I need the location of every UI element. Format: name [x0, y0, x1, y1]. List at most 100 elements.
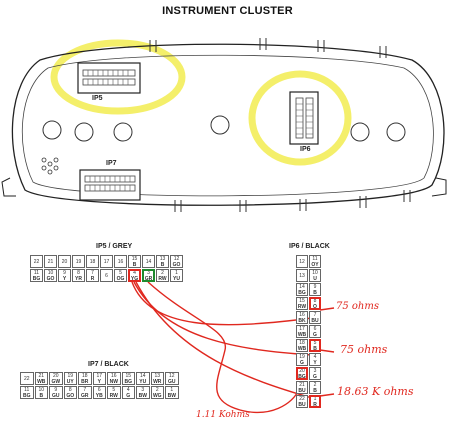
wire-color-code: BU [298, 387, 306, 394]
wire-color-code: YR [75, 275, 82, 282]
pin-number: 9 [54, 386, 58, 393]
wire-color-code: B [160, 261, 165, 268]
pin-number: 12 [173, 255, 180, 262]
wire-color-code: BR [81, 378, 89, 385]
wire-color-code: G [126, 392, 131, 399]
ip5-highlight [50, 39, 186, 115]
pin-number: 3 [141, 386, 145, 393]
pin-number: 8 [313, 297, 317, 304]
wire-color-code: B [132, 261, 137, 268]
annotation-75-ohms-1: 75 ohms [336, 301, 379, 312]
wire-color-code: B [313, 289, 317, 296]
pin-number: 12 [168, 372, 175, 379]
wire-color-code: WR [153, 378, 162, 385]
pin-number: 17 [96, 372, 103, 379]
pin-number: 9 [63, 269, 66, 276]
pin-number: 7 [83, 386, 87, 393]
pin-number: 15 [125, 372, 132, 379]
pin-number: 14 [139, 372, 146, 379]
pin-number: 8 [77, 269, 80, 276]
pin-number: 15 [299, 297, 305, 304]
ip6-connector [289, 91, 319, 145]
pin-number: 2 [313, 381, 317, 388]
wire-color-code: GR [81, 392, 89, 399]
pin-number: 20 [299, 367, 305, 374]
wire-color-code: RW [109, 392, 118, 399]
pin-number: 4 [313, 353, 317, 360]
pin-number: 5 [313, 339, 317, 346]
pin-cell: 14 [142, 255, 155, 268]
wire-color-code: BG [23, 392, 31, 399]
top-clips [149, 38, 387, 58]
wire-color-code: BG [298, 373, 306, 380]
pin-number: 22 [23, 375, 30, 382]
pin-number: 13 [154, 372, 161, 379]
pin-number: 12 [299, 258, 305, 265]
pin-number: 9 [313, 283, 317, 290]
page-title: INSTRUMENT CLUSTER [162, 5, 293, 17]
wire-color-code: YU [173, 275, 180, 282]
pin-number: 6 [313, 325, 317, 332]
pin-cell: 13 [296, 269, 308, 282]
wire-color-code: GW [51, 378, 61, 385]
wire-color-code: O [313, 303, 317, 310]
cluster-inner-outline [21, 54, 434, 197]
pin-number: 18 [81, 372, 88, 379]
ip6-title: IP6 / BLACK [289, 243, 330, 250]
pin-number: 19 [75, 258, 82, 265]
wire-color-code: OY [311, 261, 319, 268]
pin-number: 17 [103, 258, 110, 265]
speaker-grille [41, 157, 59, 175]
wire-color-code: R [90, 275, 95, 282]
annotation-1-11-kohms: 1.11 Kohms [196, 410, 250, 420]
wire-color-code: BG [298, 289, 306, 296]
pin-number: 2 [161, 269, 164, 276]
pin-number: 22 [299, 395, 305, 402]
wire-color-code: GO [46, 275, 55, 282]
pin-number: 3 [313, 367, 317, 374]
wire-color-code: G [313, 373, 317, 380]
pin-number: 19 [299, 353, 305, 360]
pin-cell: 19 [72, 255, 85, 268]
pin-number: 20 [52, 372, 59, 379]
wire-color-code: WG [152, 392, 162, 399]
ip7-title: IP7 / BLACK [88, 361, 129, 368]
pin-number: 20 [61, 258, 68, 265]
pin-number: 7 [313, 311, 317, 318]
wire-color-code: WB [37, 378, 46, 385]
gauge-holes [42, 115, 406, 142]
wire-color-code: BK [298, 317, 306, 324]
